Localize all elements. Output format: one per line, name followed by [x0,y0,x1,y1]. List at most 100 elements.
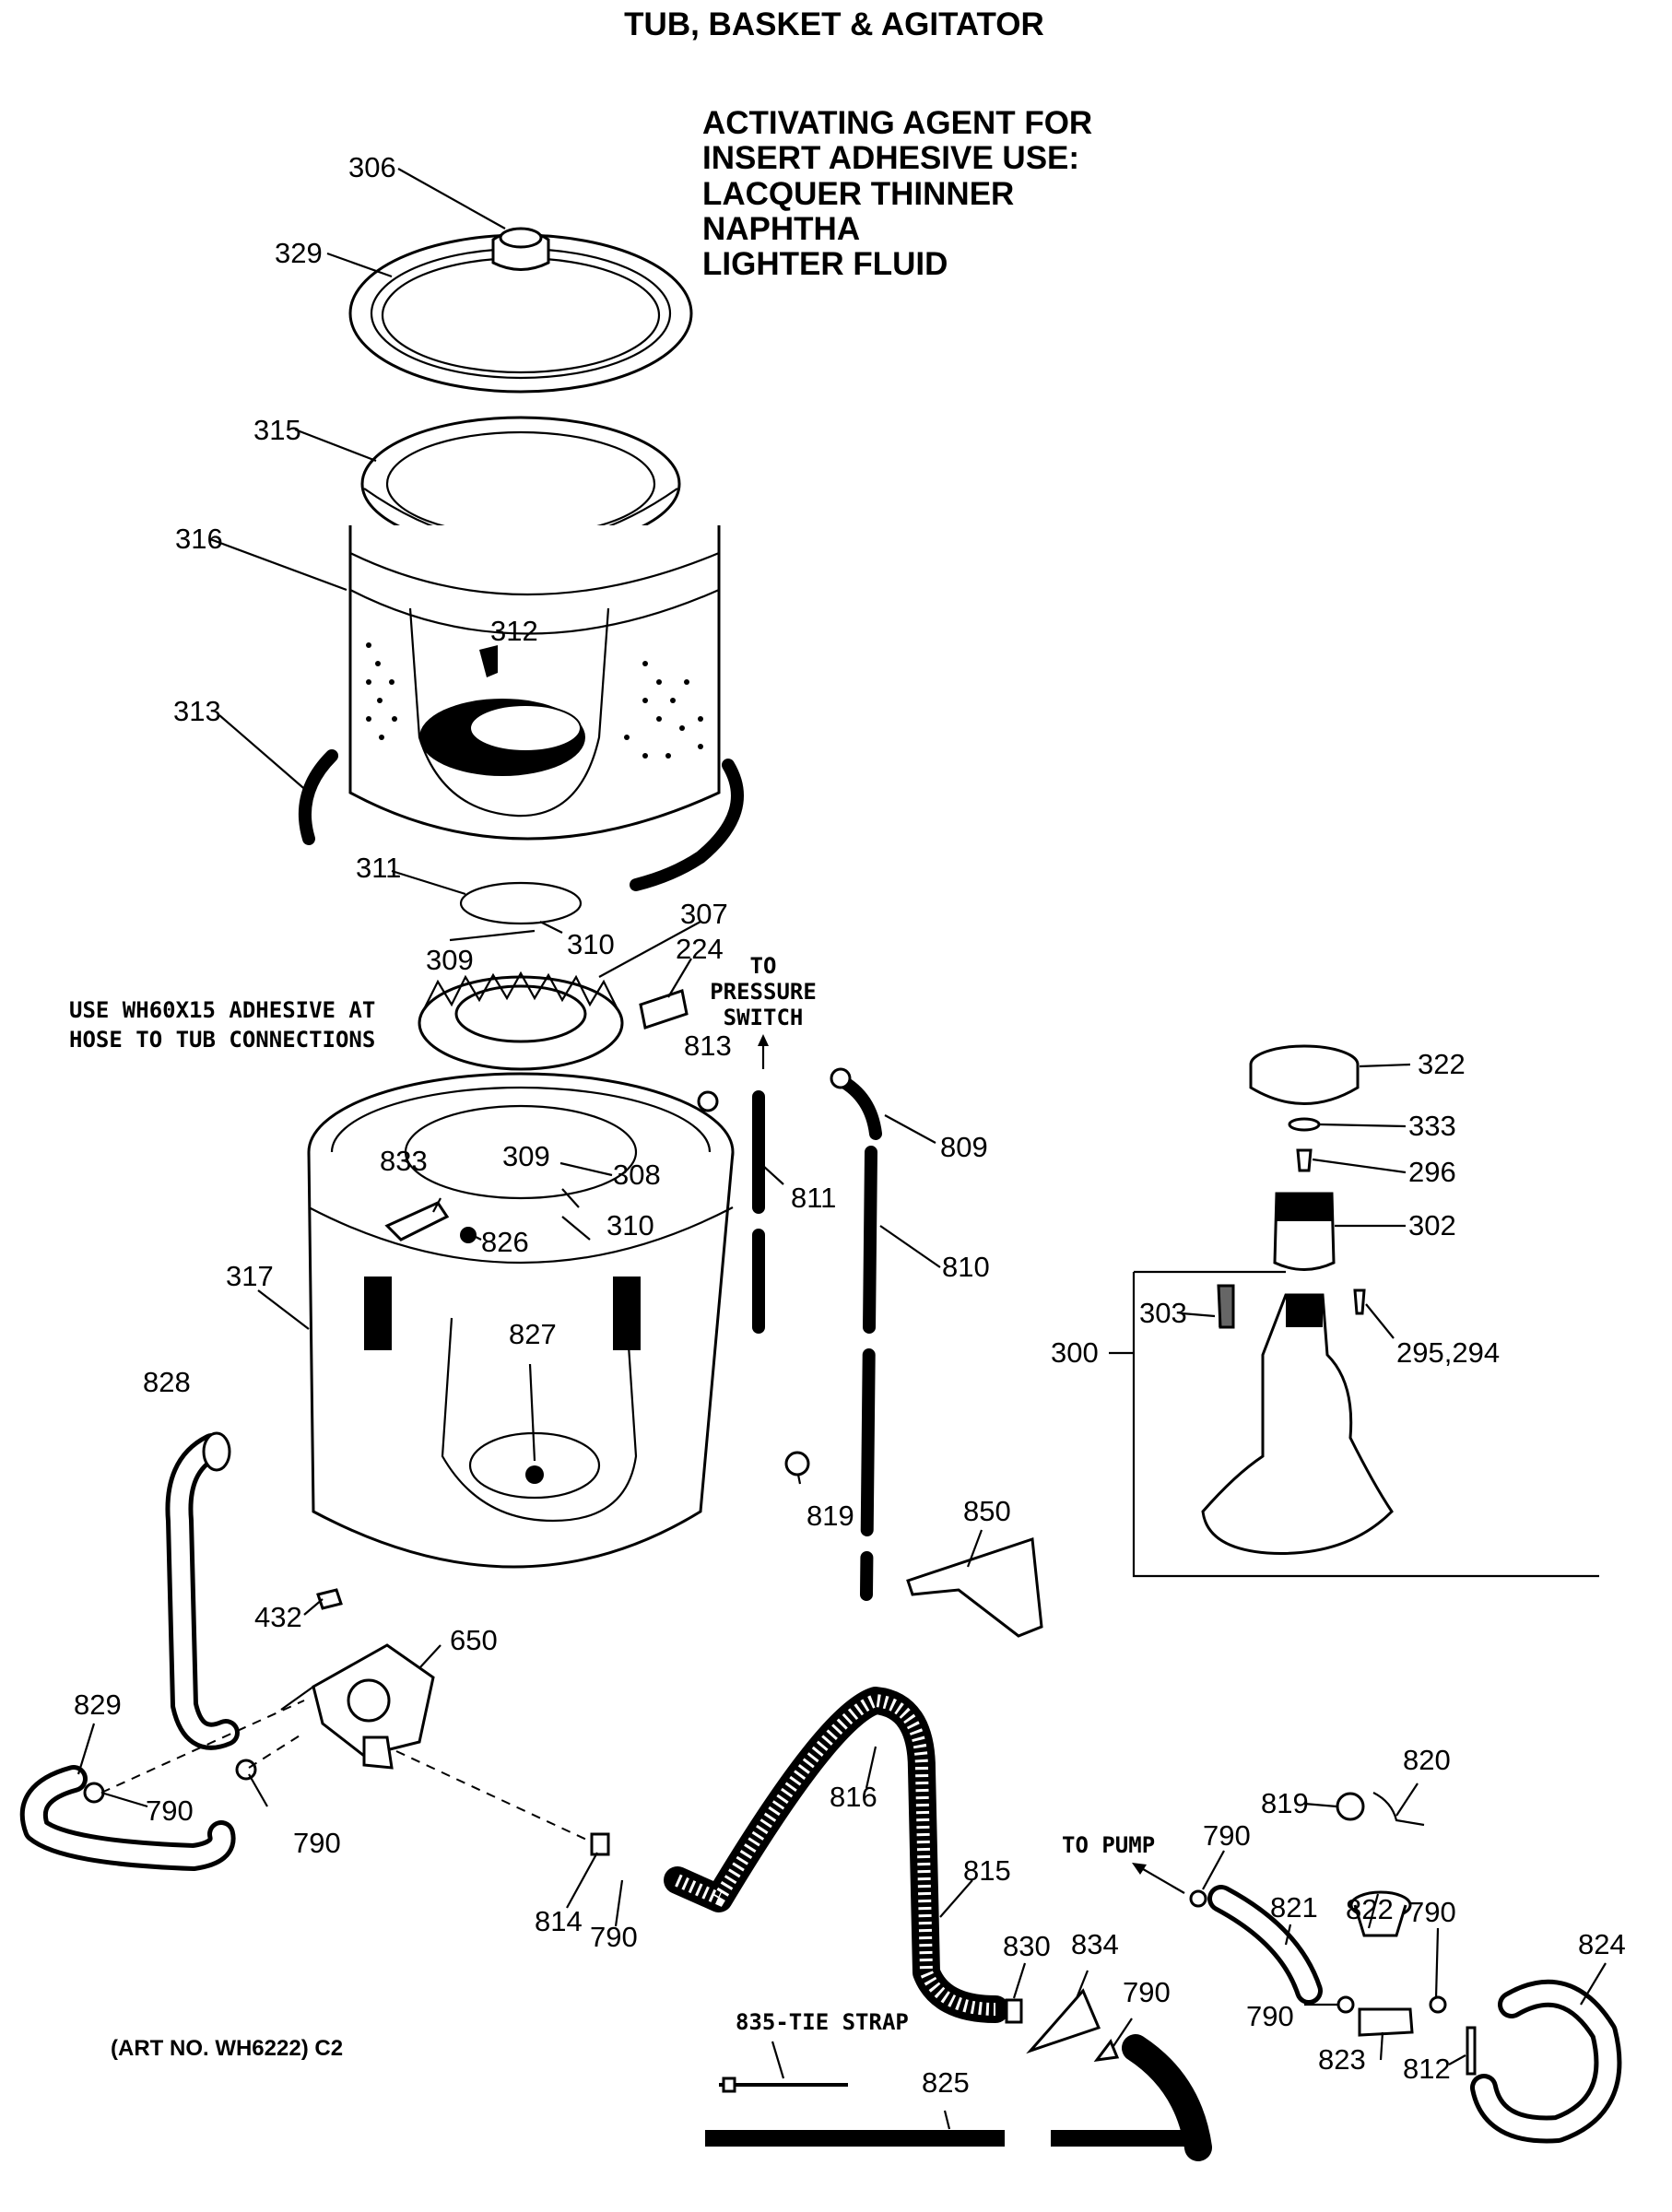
callout-309: 309 [426,944,474,976]
callout-303: 303 [1139,1297,1187,1329]
callout-814: 814 [535,1905,583,1937]
callout-313: 313 [173,695,221,727]
note-line: SWITCH [724,1005,804,1030]
callout-306: 306 [348,151,396,183]
callout-790: 790 [293,1827,341,1859]
note-line: LIGHTER FLUID [702,246,948,282]
clamp-part [1093,2038,1120,2062]
leader-lines [77,168,1607,2130]
callout-819: 819 [1261,1787,1309,1819]
hose-part [1122,2034,1212,2161]
clip-part [316,1588,343,1610]
callout-811: 811 [791,1182,836,1214]
cone-part [1026,1988,1101,2054]
bracket-part [639,989,689,1030]
clamp-part [1189,1889,1207,1908]
callout-825: 825 [922,2066,970,2099]
page-title: TUB, BASKET & AGITATOR [624,6,1044,42]
callout-316: 316 [175,523,223,555]
callout-830: 830 [1003,1930,1051,1962]
callout-309: 309 [502,1140,550,1172]
callout-310: 310 [606,1209,654,1241]
pump-part [280,1643,435,1770]
basket-part [348,525,721,841]
callout-822: 822 [1346,1893,1394,1925]
agitator-assembly [1132,1044,1599,1578]
callout-833: 833 [380,1145,428,1177]
spring-clip-part [1372,1792,1425,1827]
bracket-part [906,1536,1043,1638]
callout-823: 823 [1318,2043,1366,2076]
valve-part [1353,1904,1407,1937]
callout-295-294: 295,294 [1396,1336,1500,1369]
drain-hose-part [664,1687,1009,2023]
callout-296: 296 [1408,1156,1456,1188]
callout-834: 834 [1071,1928,1119,1960]
fitting-part [1358,2007,1414,2037]
callout-850: 850 [963,1495,1011,1527]
callout-790: 790 [590,1921,638,1953]
callout-826: 826 [481,1226,529,1258]
clamp-part [1429,1995,1447,2014]
seal-part [418,971,624,1071]
callout-824: 824 [1578,1928,1626,1960]
callout-812: 812 [1403,2053,1451,2085]
note-line: NAPHTHA [702,211,860,247]
grommet-part [697,1090,719,1112]
note-line: PRESSURE [710,979,817,1005]
dashed-guide [395,1750,595,1844]
note-line: USE WH60X15 ADHESIVE AT [69,997,375,1023]
outer-tub-part [307,1072,735,1569]
grommet-part [784,1451,810,1477]
activating-agent-note: ACTIVATING AGENT FOR INSERT ADHESIVE USE… [702,105,1092,282]
note-line: HOSE TO TUB CONNECTIONS [69,1027,375,1053]
callout-329: 329 [275,237,323,269]
callout-821: 821 [1270,1891,1318,1924]
callout-828: 828 [143,1366,191,1398]
snubber-part [630,759,744,891]
callout-315: 315 [253,414,301,446]
note-line: TO [750,953,777,979]
callout-809: 809 [940,1131,988,1163]
callout-810: 810 [942,1251,990,1283]
callout-310: 310 [567,928,615,960]
callout-813: 813 [684,1030,732,1062]
callout-300: 300 [1051,1336,1099,1369]
pressure-switch-note: TO PRESSURE SWITCH [710,953,817,1069]
callout-312: 312 [490,615,538,647]
clamp-part [459,881,583,925]
callout-820: 820 [1403,1744,1451,1776]
to-pump-label: TO PUMP [1062,1832,1155,1858]
callout-790: 790 [146,1794,194,1827]
callout-432: 432 [254,1601,302,1633]
adhesive-note: USE WH60X15 ADHESIVE AT HOSE TO TUB CONN… [69,997,375,1053]
callout-labels: 306 329 315 316 312 313 311 307 309 310 … [74,151,1626,2099]
clamp-part [235,1759,257,1781]
callout-827: 827 [509,1318,557,1350]
hose-fitting-part [830,1067,852,1089]
callout-308: 308 [613,1159,661,1191]
callout-819: 819 [807,1500,854,1532]
callout-302: 302 [1408,1209,1456,1241]
callout-815: 815 [963,1854,1011,1887]
note-line: LACQUER THINNER [702,176,1014,212]
balance-ring-part [348,227,693,394]
callout-790: 790 [1203,1819,1251,1852]
callout-790: 790 [1246,2000,1294,2032]
callout-333: 333 [1408,1110,1456,1142]
callout-322: 322 [1418,1048,1466,1080]
grommet-part [1336,1792,1365,1821]
callout-650: 650 [450,1624,498,1656]
plug-part [1466,2026,1477,2076]
callout-790: 790 [1123,1976,1171,2008]
callout-311: 311 [356,852,401,884]
tie-strap-label: 835-TIE STRAP [736,2009,909,2035]
hose-part [860,1146,877,1601]
arrow-head-icon [1132,1863,1147,1875]
callout-307: 307 [680,898,728,930]
snubber-part [298,749,338,845]
note-line: INSERT ADHESIVE USE: [702,140,1079,176]
callout-224: 224 [676,933,724,965]
callout-816: 816 [830,1781,877,1813]
